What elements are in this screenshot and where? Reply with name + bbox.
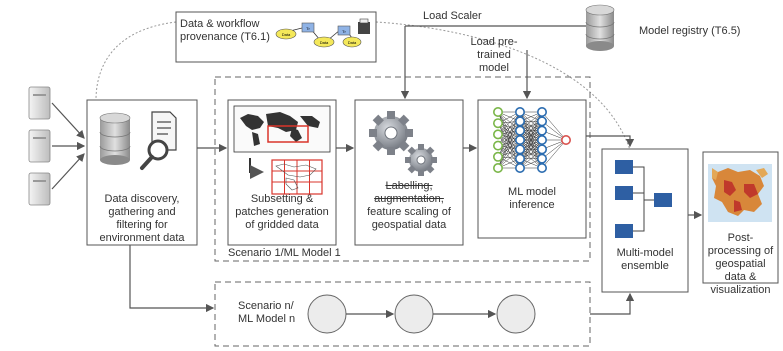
scenario1-label: Scenario 1/ML Model 1: [228, 247, 341, 259]
nn-node: [492, 118, 503, 129]
document-search-icon: [140, 111, 177, 170]
scenario-n-label: Scenario n/ ML Model n: [238, 300, 296, 325]
nn-node: [536, 163, 547, 174]
nn-node: [514, 144, 525, 155]
subsetting-label: Subsetting & patches generation of gridd…: [235, 193, 329, 231]
provenance-node-4: Tr: [342, 29, 346, 34]
load-pretrained-label: Load pre-trained model: [470, 36, 518, 74]
nn-node: [492, 129, 503, 140]
labelling-box: [354, 99, 464, 246]
server-icon-3: [28, 172, 51, 206]
labelling-struck-text: Labelling, augmentation,: [374, 180, 444, 205]
nn-node: [492, 151, 503, 162]
nn-node: [514, 153, 525, 164]
provenance-link-left: [95, 21, 177, 101]
scenario-n-step-3: [496, 294, 536, 334]
database-icon: [99, 112, 131, 165]
server-icon-2: [28, 129, 51, 163]
nn-node: [514, 125, 525, 136]
labelling-text: feature scaling of geospatial data: [367, 206, 451, 231]
labelling-label: Labelling, augmentation, feature scaling…: [358, 180, 460, 232]
nn-node: [536, 107, 547, 118]
nn-node: [492, 140, 503, 151]
nn-node: [514, 163, 525, 174]
provenance-node-2: Tr: [306, 26, 310, 31]
nn-node: [514, 135, 525, 146]
scenario1-container: [214, 76, 591, 262]
ensemble-icon: [615, 160, 672, 238]
server-icon-1: [28, 86, 51, 120]
nn-node: [536, 135, 547, 146]
nn-node: [536, 116, 547, 127]
nn-node: [560, 135, 571, 146]
nn-node: [536, 153, 547, 164]
nn-node: [536, 144, 547, 155]
discovery-label: Data discovery, gathering and filtering …: [99, 193, 185, 244]
load-scaler-label: Load Scaler: [423, 10, 482, 22]
world-map-icon: [233, 105, 331, 153]
europe-map-icon: [708, 164, 772, 222]
ml-inference-label: ML model inference: [508, 186, 556, 211]
provenance-graph-icon: [275, 18, 370, 48]
patch-grid-icon: [271, 159, 323, 195]
provenance-node-5: Data: [348, 40, 357, 45]
nn-node: [514, 116, 525, 127]
postprocessing-label: Post-processing of geospatial data & vis…: [707, 232, 774, 296]
nn-node: [492, 163, 503, 174]
nn-node: [536, 125, 547, 136]
ensemble-label: Multi-model ensemble: [616, 247, 674, 272]
neural-network-icon: [492, 107, 571, 174]
subset-arrow: [249, 158, 264, 179]
gears-icon: [369, 111, 437, 176]
model-registry-label: Model registry (T6.5): [639, 25, 741, 37]
provenance-node-1: Data: [282, 32, 291, 37]
provenance-node-3: Data: [320, 40, 329, 45]
nn-node: [492, 107, 503, 118]
provenance-box: [175, 11, 377, 63]
model-registry-database-icon: [585, 4, 615, 51]
scenario-n-container: [214, 281, 591, 347]
scenario-n-step-1: [307, 294, 347, 334]
provenance-label: Data & workflow provenance (T6.1): [180, 18, 270, 43]
nn-node: [514, 107, 525, 118]
scenario-n-step-2: [394, 294, 434, 334]
